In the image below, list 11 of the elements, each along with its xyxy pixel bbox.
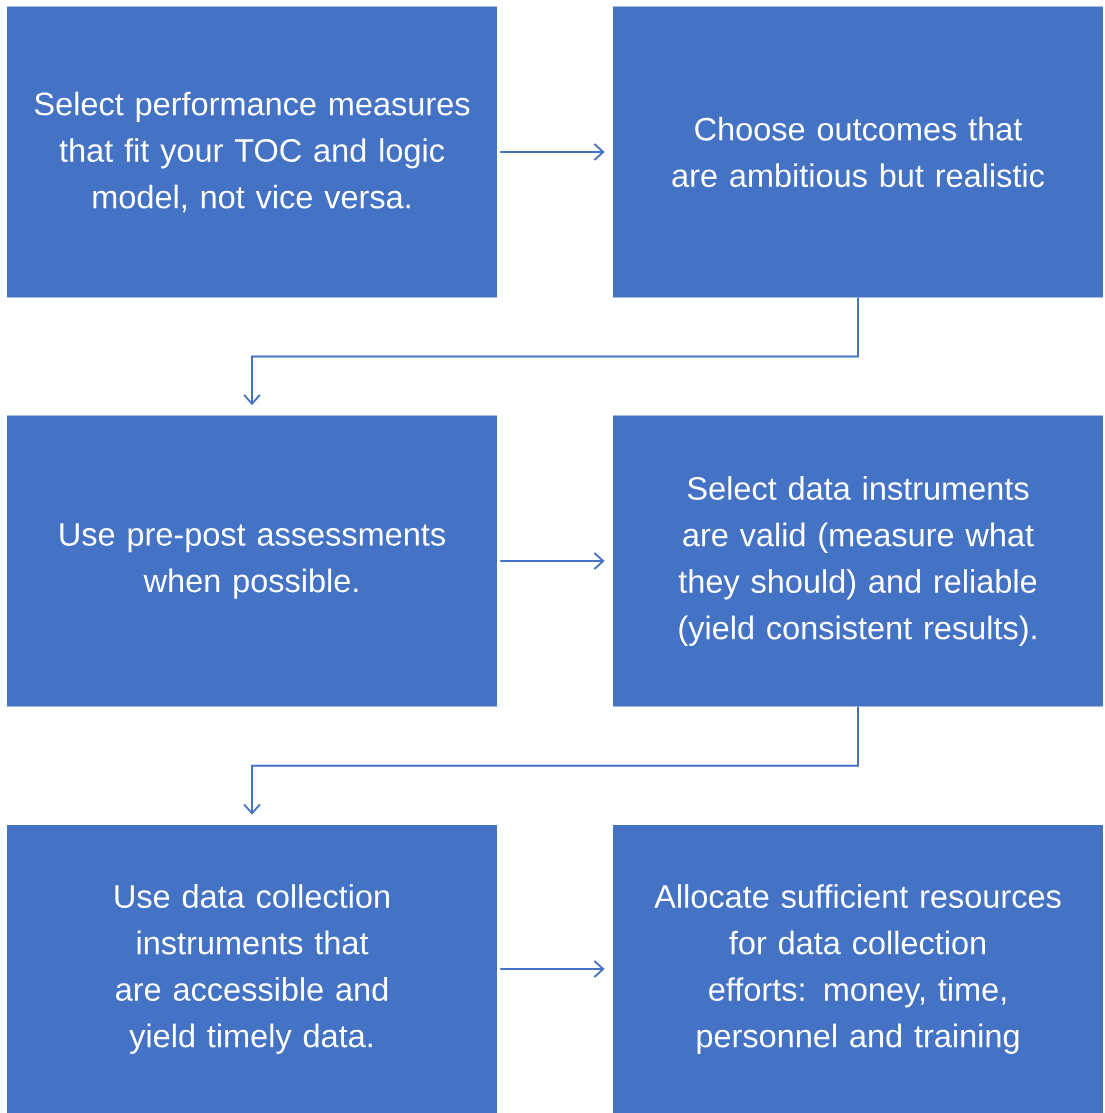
process-box: Select performance measures that fit your TOC and logic model, not vice versa. xyxy=(7,6,497,298)
arrow xyxy=(499,552,605,570)
process-box: Choose outcomes that are ambitious but realistic xyxy=(613,6,1103,298)
arrow xyxy=(499,143,605,161)
process-box: Allocate sufficient resources for data collection efforts: money, time, personnel and training xyxy=(613,825,1103,1113)
process-box: Select data instruments are valid (measure what they should) and reliable (yield consistent results). xyxy=(613,415,1103,707)
arrow xyxy=(243,705,859,815)
process-box: Use data collection instruments that are accessible and yield timely data. xyxy=(7,825,497,1113)
process-box: Use pre-post assessments when possible. xyxy=(7,415,497,707)
arrow xyxy=(499,960,605,978)
arrow xyxy=(243,296,859,406)
